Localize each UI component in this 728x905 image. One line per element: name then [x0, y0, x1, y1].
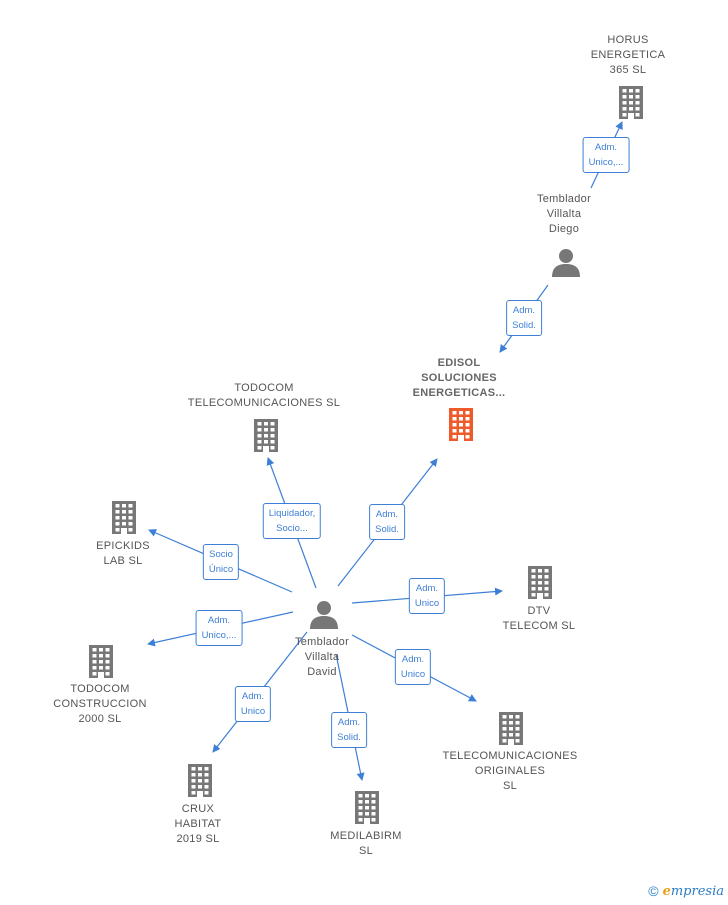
company-label[interactable]: EPICKIDS LAB SL	[96, 540, 150, 567]
relation-label[interactable]: Adm. Unico	[234, 686, 272, 722]
building-icon[interactable]	[185, 763, 215, 802]
building-icon[interactable]	[496, 711, 526, 750]
relation-label[interactable]: Adm. Solid.	[506, 300, 542, 336]
relation-label[interactable]: Adm. Unico	[394, 649, 432, 685]
building-icon[interactable]	[109, 500, 139, 539]
company-label[interactable]: DTV TELECOM SL	[502, 605, 576, 632]
footer-brand: © empresia	[648, 883, 724, 899]
company-label[interactable]: HORUS ENERGETICA 365 SL	[590, 34, 666, 76]
building-icon[interactable]	[251, 418, 281, 457]
relation-label[interactable]: Adm. Unico,...	[582, 137, 630, 173]
building-icon[interactable]	[352, 790, 382, 829]
company-label[interactable]: CRUX HABITAT 2019 SL	[174, 803, 222, 845]
person-label[interactable]: Temblador Villalta Diego	[536, 193, 592, 235]
copyright-symbol: ©	[648, 883, 659, 899]
building-icon[interactable]	[616, 85, 646, 124]
building-icon[interactable]	[446, 407, 476, 446]
relation-label[interactable]: Adm. Unico	[408, 578, 446, 614]
person-label[interactable]: Temblador Villalta David	[294, 636, 350, 678]
relation-label[interactable]: Adm. Solid.	[331, 712, 367, 748]
company-label[interactable]: MEDILABIRM SL	[330, 830, 402, 857]
company-label[interactable]: TODOCOM TELECOMUNICACIONES SL	[187, 382, 341, 409]
company-label[interactable]: TELECOMUNICACIONES ORIGINALES SL	[442, 750, 578, 792]
building-icon[interactable]	[86, 644, 116, 683]
relation-label[interactable]: Adm. Solid.	[369, 504, 405, 540]
person-icon[interactable]	[551, 247, 581, 282]
person-icon[interactable]	[309, 599, 339, 634]
empresia-logo: empresia	[662, 883, 724, 899]
building-icon[interactable]	[525, 565, 555, 604]
relation-label[interactable]: Liquidador, Socio...	[262, 503, 322, 539]
company-label[interactable]: EDISOL SOLUCIONES ENERGETICAS...	[412, 357, 506, 399]
relation-label[interactable]: Socio Único	[202, 544, 240, 580]
company-label[interactable]: TODOCOM CONSTRUCCION 2000 SL	[53, 683, 147, 725]
relation-label[interactable]: Adm. Unico,...	[195, 610, 243, 646]
